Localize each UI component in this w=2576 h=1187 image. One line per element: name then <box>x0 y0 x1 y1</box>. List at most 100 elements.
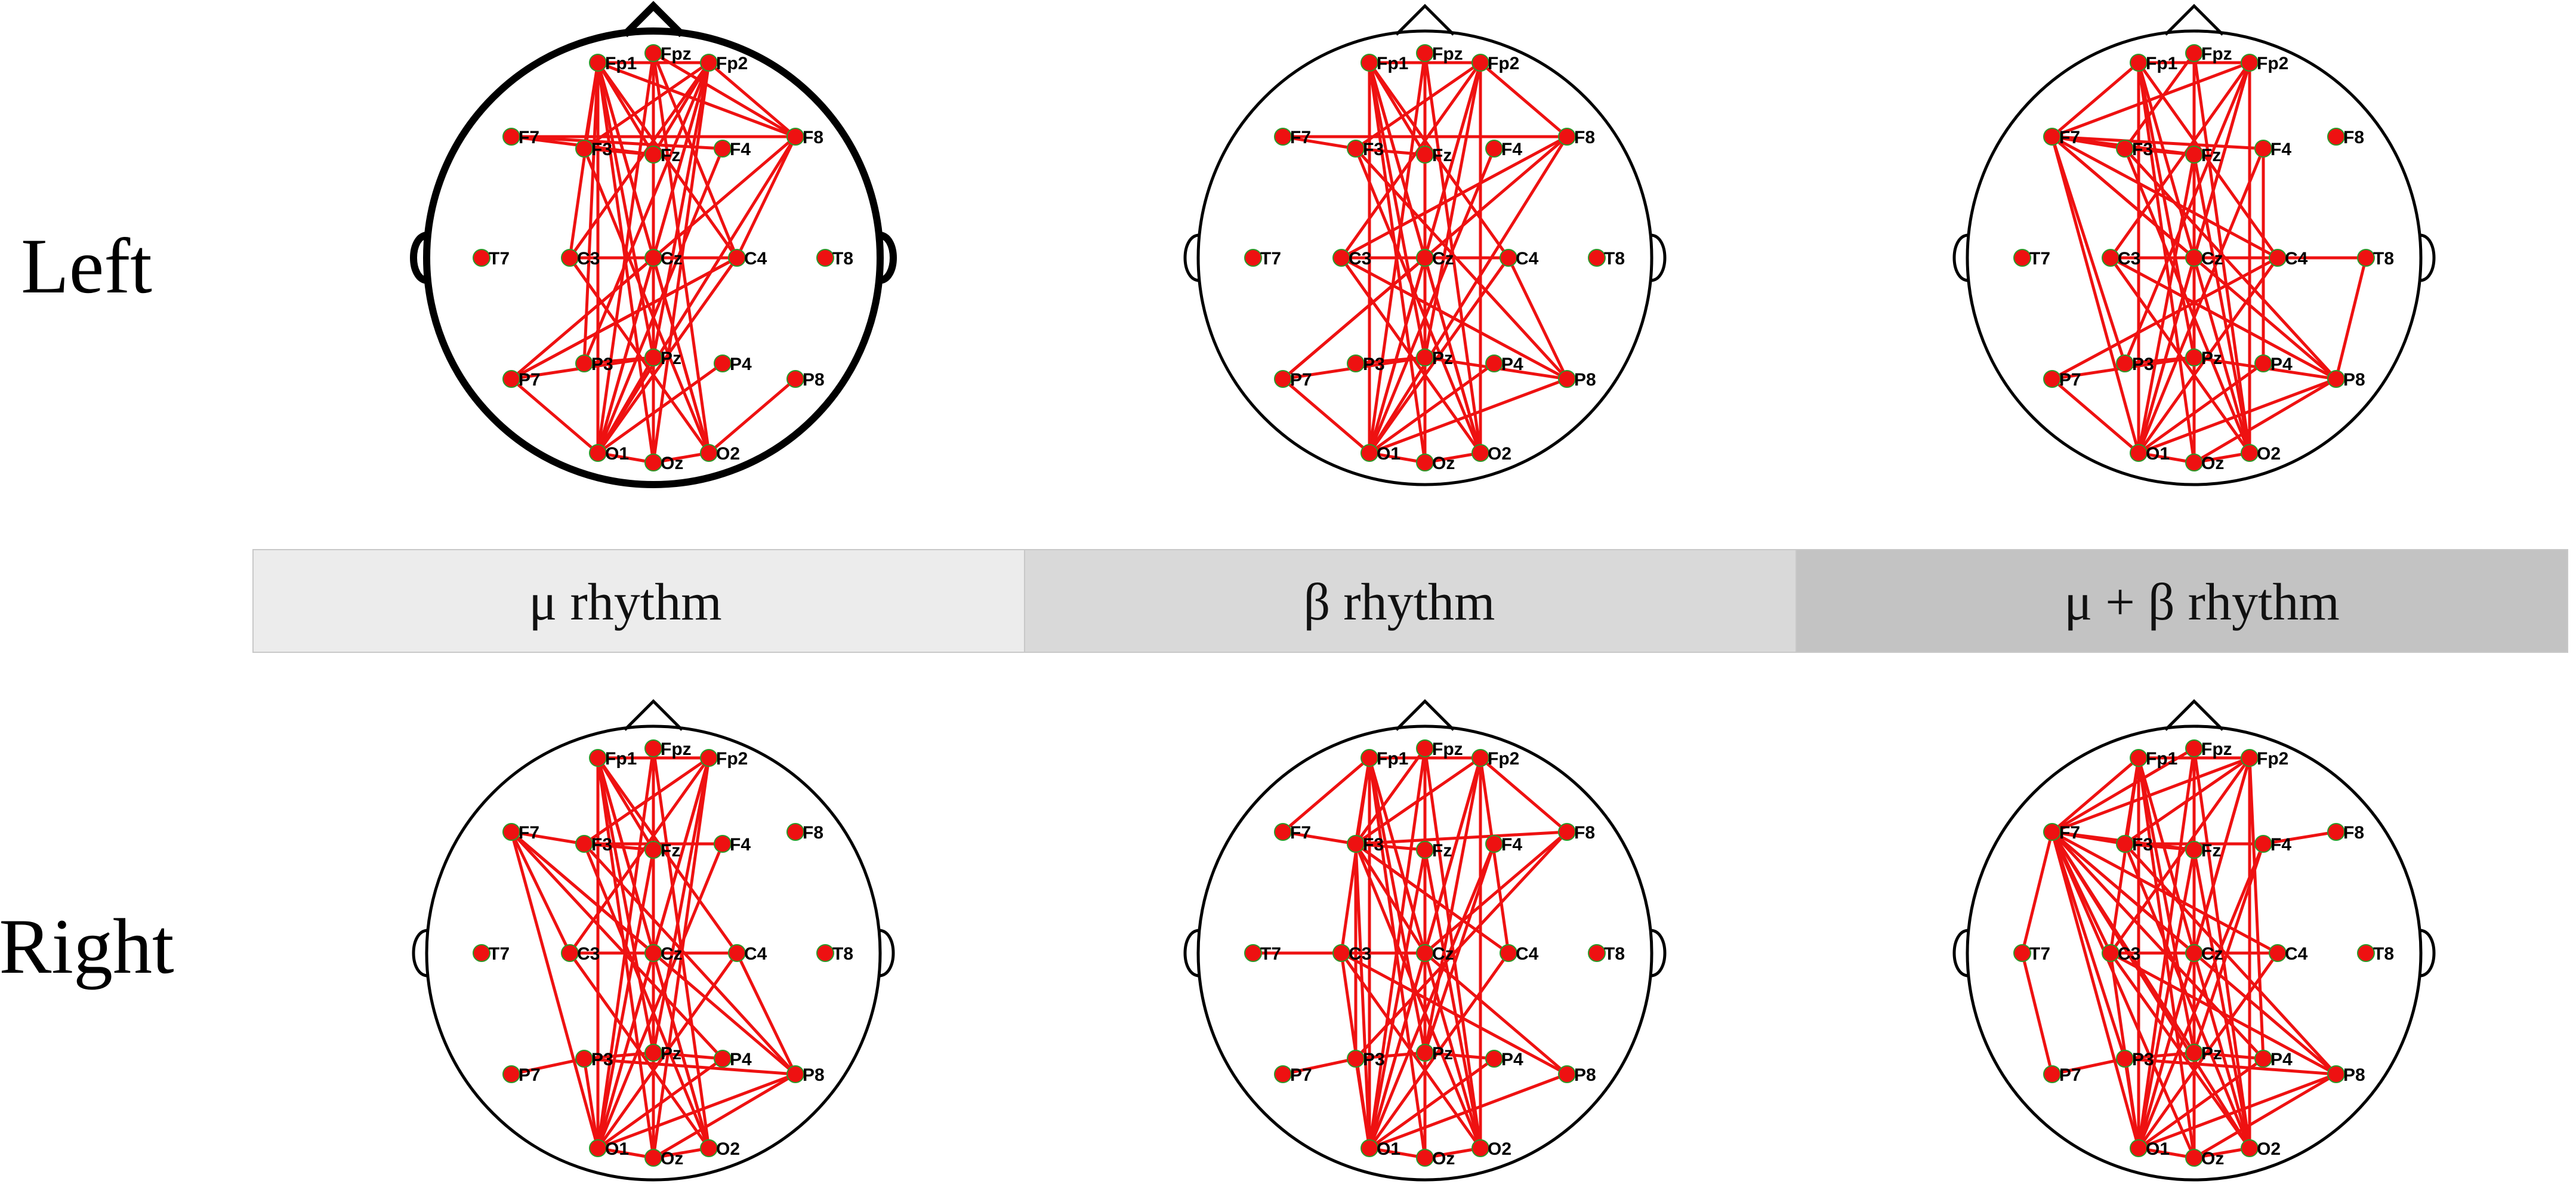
electrode-Fz <box>2185 841 2203 859</box>
electrode-label-O2: O2 <box>1488 444 1511 464</box>
edge-Cz-O1 <box>2137 256 2196 455</box>
electrode-label-T8: T8 <box>2373 944 2394 964</box>
electrode-T8 <box>1588 944 1606 962</box>
edge-Fp1-Pz <box>2137 756 2196 1055</box>
electrode-label-T7: T7 <box>489 249 510 269</box>
electrode-C3 <box>561 944 579 962</box>
electrode-label-Fp1: Fp1 <box>605 54 637 73</box>
electrode-Cz <box>1416 944 1434 962</box>
edge-Pz-P4 <box>2192 1051 2265 1060</box>
edge-Oz-O2 <box>652 451 711 464</box>
edge-Fp2-F3 <box>582 756 711 846</box>
electrode-C4 <box>728 249 746 267</box>
electrode-T8 <box>816 249 834 267</box>
electrode-P3 <box>575 354 593 372</box>
edge-Cz-O1 <box>2137 951 2196 1150</box>
electrode-label-P7: P7 <box>519 1065 541 1085</box>
connection-edges <box>510 747 797 1160</box>
electrode-C4 <box>1500 249 1517 267</box>
electrode-P4 <box>714 354 732 372</box>
band-label-beta: β rhythm <box>1304 574 1495 631</box>
edge-Fz-O1 <box>2137 153 2196 455</box>
edge-Fp1-Cz <box>1368 756 1427 955</box>
electrode-O2 <box>2241 1139 2259 1157</box>
edge-F3-Fz <box>1354 147 1427 156</box>
edge-Fp2-C3 <box>2109 61 2251 260</box>
electrode-O2 <box>700 444 718 462</box>
electrode-T7 <box>2013 249 2031 267</box>
electrode-label-Fp2: Fp2 <box>1488 54 1519 73</box>
electrode-label-Oz: Oz <box>661 1149 683 1168</box>
electrode-label-P4: P4 <box>730 354 752 374</box>
left-ear-outline <box>1952 233 1969 282</box>
electrode-label-Fpz: Fpz <box>1432 739 1463 759</box>
electrode-P7 <box>502 1065 520 1083</box>
edge-F7-C4 <box>2050 135 2279 260</box>
edge-F4-O1 <box>596 147 724 455</box>
electrode-label-T8: T8 <box>1604 249 1625 269</box>
edge-P7-O1 <box>2050 377 2140 455</box>
edge-Fp1-F7 <box>2050 756 2140 834</box>
electrode-label-Fp2: Fp2 <box>2257 54 2288 73</box>
edge-F4-O1 <box>1368 842 1496 1150</box>
edge-Fp2-C3 <box>1340 61 1482 260</box>
right-ear-outline <box>2419 233 2436 282</box>
electrode-C4 <box>728 944 746 962</box>
edge-F7-O1 <box>510 830 600 1150</box>
edge-P3-Pz <box>1354 356 1427 365</box>
electrode-Fz <box>1416 841 1434 859</box>
electrode-F8 <box>1558 823 1576 841</box>
electrode-label-Fpz: Fpz <box>661 44 692 64</box>
electrode-label-Oz: Oz <box>1432 454 1455 473</box>
electrode-label-T7: T7 <box>1260 249 1281 269</box>
electrode-Fp2 <box>1471 749 1489 767</box>
edge-F7-C3 <box>510 830 572 955</box>
edge-Fz-O1 <box>2137 848 2196 1150</box>
edge-P8-Oz <box>2192 377 2338 464</box>
edge-F7-O1 <box>2050 135 2140 455</box>
edge-Fp2-C3 <box>568 61 711 260</box>
electrode-label-F7: F7 <box>2059 823 2080 843</box>
electrode-F8 <box>2327 823 2345 841</box>
electrode-F4 <box>2254 835 2272 853</box>
electrode-label-Fp1: Fp1 <box>2146 54 2177 73</box>
edge-P3-O1 <box>582 1057 600 1150</box>
edge-F8-C4 <box>735 135 797 260</box>
edge-Pz-P4 <box>1423 1051 1496 1060</box>
electrode-label-Fpz: Fpz <box>1432 44 1463 64</box>
edge-Fp2-F3 <box>1354 61 1482 150</box>
electrode-Cz <box>644 249 662 267</box>
head-outline <box>1966 724 2423 1182</box>
edge-P7-P3 <box>510 1057 586 1076</box>
edge-Cz-O2 <box>1423 951 1482 1150</box>
edge-F3-Fz <box>2123 147 2196 156</box>
electrode-Fp2 <box>2241 54 2259 72</box>
electrode-label-Fz: Fz <box>1432 146 1452 165</box>
electrode-Pz <box>2185 1044 2203 1062</box>
edge-C3-P8 <box>2109 256 2338 381</box>
electrode-F8 <box>2327 128 2345 146</box>
electrode-label-C4: C4 <box>744 944 767 964</box>
electrode-label-C4: C4 <box>2285 249 2308 269</box>
electrode-F4 <box>714 140 732 158</box>
edge-Fp1-F8 <box>596 61 797 138</box>
electrode-C4 <box>2269 249 2287 267</box>
electrode-C4 <box>2269 944 2287 962</box>
electrode-F7 <box>2043 128 2061 146</box>
electrode-T7 <box>473 944 490 962</box>
electrode-T7 <box>1244 249 1262 267</box>
edge-P4-O1 <box>1368 362 1496 455</box>
edge-Fp2-F8 <box>1479 61 1569 138</box>
electrode-P4 <box>2254 1050 2272 1068</box>
edge-F7-F4 <box>2050 135 2265 150</box>
electrode-label-P7: P7 <box>2059 1065 2081 1085</box>
electrode-Cz <box>2185 944 2203 962</box>
electrode-label-Oz: Oz <box>2201 1149 2224 1168</box>
head-outline <box>1196 29 1653 486</box>
electrode-O1 <box>2130 444 2148 462</box>
edge-Fpz-F3 <box>2123 51 2196 150</box>
electrode-O2 <box>1471 1139 1489 1157</box>
electrode-F3 <box>575 140 593 158</box>
electrode-label-F8: F8 <box>803 823 823 843</box>
